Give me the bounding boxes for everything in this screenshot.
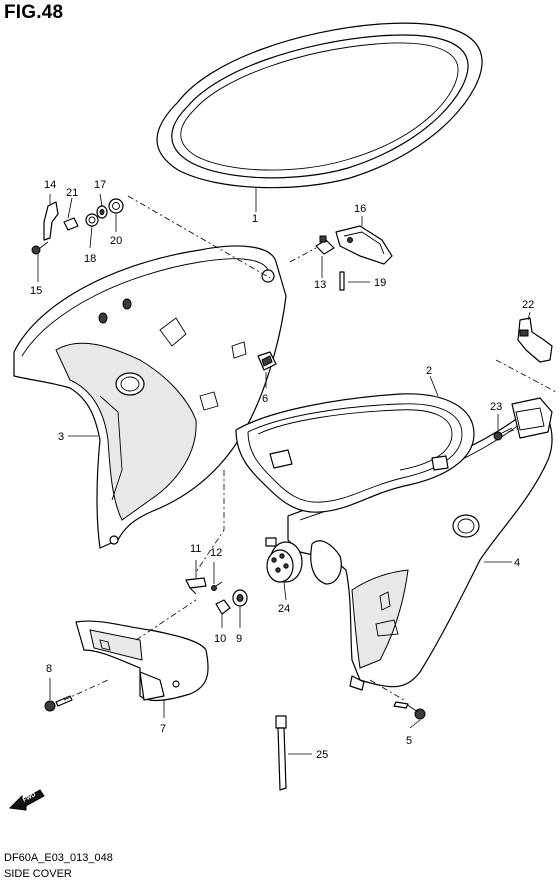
lever-part-14: [43, 201, 59, 241]
callout-4: 4: [514, 557, 520, 569]
seal-ring-part-1: [156, 22, 483, 189]
grommet-part-6: [257, 351, 277, 371]
figure-title: FIG.48: [4, 2, 64, 23]
callout-25: 25: [316, 749, 328, 761]
screw-part-15: [31, 241, 49, 255]
callout-labels: 1 2 3 4 5 6 7 8 9 10 11 12 13 14 15 16 1…: [30, 179, 534, 761]
callout-19: 19: [374, 277, 386, 289]
bolt-part-5: [393, 701, 426, 720]
mount-part-13: [315, 235, 335, 255]
side-cover-right-part-4: [287, 397, 553, 691]
reference-lines: [63, 195, 557, 701]
callout-10: 10: [214, 633, 226, 645]
grommet-part-20: [108, 198, 124, 214]
leader-lines: [37, 188, 531, 755]
callout-11: 11: [190, 543, 201, 555]
callout-5: 5: [406, 735, 412, 747]
washer-part-18: [85, 213, 99, 227]
collar-part-21: [63, 217, 79, 231]
callout-23: 23: [490, 401, 502, 413]
callout-15: 15: [30, 285, 42, 297]
clip-part-22: [517, 317, 553, 363]
callout-13: 13: [314, 279, 326, 291]
callout-24: 24: [278, 603, 290, 615]
fwd-arrow-icon: FWD: [8, 789, 45, 811]
callout-21: 21: [66, 187, 78, 199]
figure-subtitle: SIDE COVER: [4, 868, 72, 880]
callout-9: 9: [236, 633, 242, 645]
callout-6: 6: [262, 393, 268, 405]
drawing-code: DF60A_E03_013_048: [4, 852, 113, 864]
bracket-part-11: [185, 577, 207, 595]
washer-part-17: [96, 205, 108, 219]
bushing-part-24: [265, 537, 303, 583]
callout-20: 20: [110, 235, 122, 247]
callout-7: 7: [160, 723, 166, 735]
callout-14: 14: [44, 179, 56, 191]
callout-22: 22: [522, 299, 534, 311]
screw-part-12: [211, 581, 223, 591]
side-cover-left-part-3: [13, 245, 287, 549]
callout-3: 3: [58, 431, 64, 443]
lower-cover-part-7: [75, 620, 209, 702]
callout-18: 18: [84, 253, 96, 265]
cable-tie-part-25: [275, 715, 287, 791]
callout-2: 2: [426, 365, 432, 377]
pin-part-19: [339, 271, 345, 291]
callout-8: 8: [46, 663, 52, 675]
callout-1: 1: [252, 213, 258, 225]
screw-part-23: [493, 427, 513, 441]
callout-12: 12: [210, 547, 222, 559]
collar-part-10: [215, 599, 231, 615]
latch-part-16: [335, 225, 393, 265]
callout-17: 17: [94, 179, 106, 191]
seal-part-2: [235, 393, 475, 513]
callout-16: 16: [354, 203, 366, 215]
grommet-part-9: [232, 589, 248, 607]
